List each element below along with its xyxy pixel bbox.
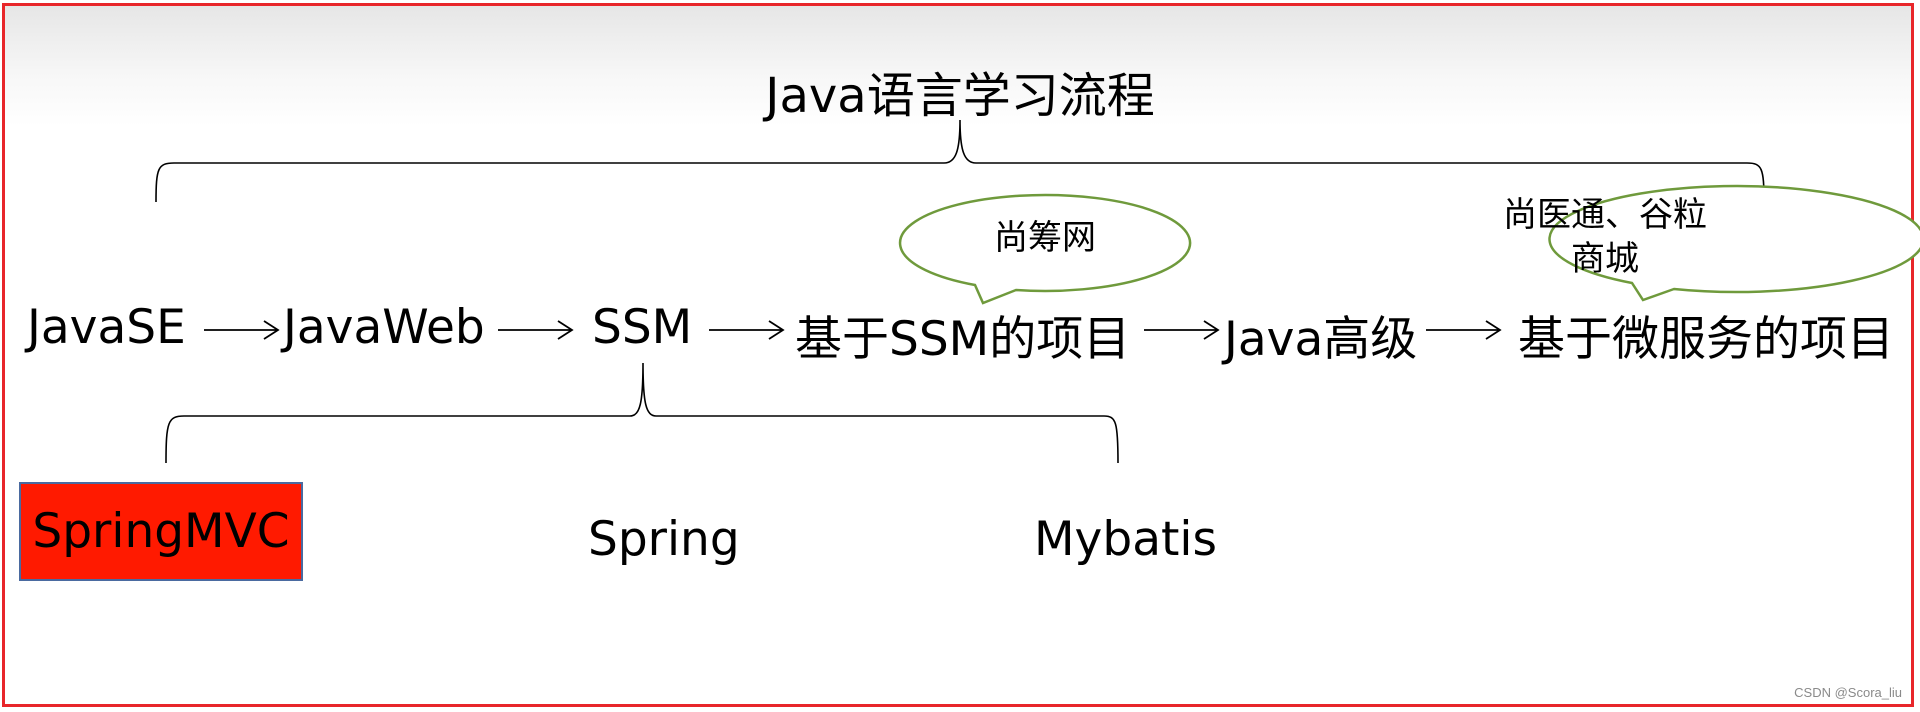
diagram-title: Java语言学习流程 xyxy=(765,68,1155,124)
component-springmvc-label: SpringMVC xyxy=(32,504,290,559)
callout-text-microservice-line2: 商城 xyxy=(1571,239,1639,279)
node-java-advanced: Java高级 xyxy=(1224,312,1418,367)
component-springmvc-highlight: SpringMVC xyxy=(19,482,303,581)
top-brace xyxy=(155,119,1765,203)
arrow-5 xyxy=(1426,320,1502,340)
arrow-3 xyxy=(709,320,785,340)
callout-bubble-ssm-project xyxy=(898,193,1192,305)
callout-text-microservice-line1: 尚医通、谷粒 xyxy=(1503,195,1707,235)
node-javase: JavaSE xyxy=(27,300,186,355)
credit-watermark: CSDN @Scora_liu xyxy=(1794,685,1902,700)
diagram-frame xyxy=(2,3,1914,707)
arrow-1 xyxy=(204,320,280,340)
node-microservice-project: 基于微服务的项目 xyxy=(1518,312,1894,367)
ssm-brace xyxy=(165,362,1119,464)
flow-arrows xyxy=(204,320,1502,340)
arrow-4 xyxy=(1144,320,1220,340)
component-mybatis: Mybatis xyxy=(1034,512,1217,567)
callout-bubble-microservice-project xyxy=(1548,184,1920,302)
component-spring: Spring xyxy=(588,512,740,567)
callout-text-ssm-project: 尚筹网 xyxy=(994,218,1096,258)
arrow-2 xyxy=(498,320,574,340)
node-javaweb: JavaWeb xyxy=(283,300,485,355)
node-ssm-project: 基于SSM的项目 xyxy=(795,312,1131,367)
node-ssm: SSM xyxy=(592,300,693,355)
